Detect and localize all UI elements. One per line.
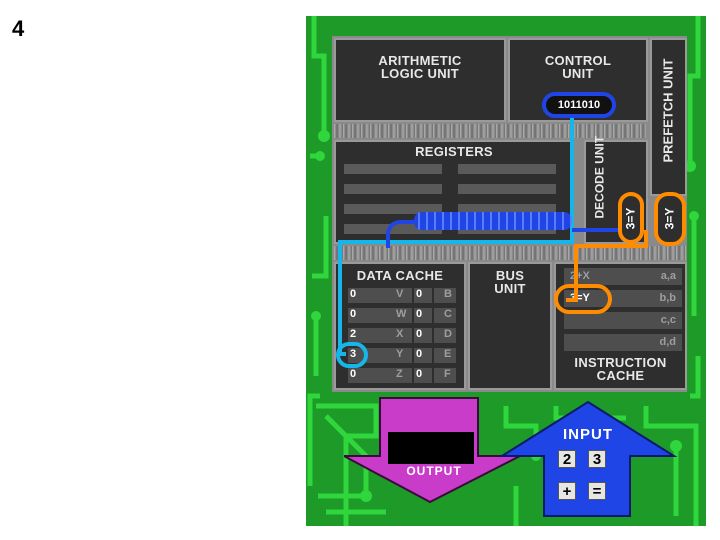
data-transfer-coil <box>414 212 572 230</box>
ic-right: c,c <box>660 314 676 326</box>
output-arrow <box>344 397 521 504</box>
control-unit-title: CONTROL UNIT <box>544 53 612 81</box>
cache-cell <box>414 348 432 363</box>
cache-label: E <box>444 348 452 360</box>
register-slot <box>344 204 442 214</box>
slide-number: 4 <box>12 16 25 41</box>
bus-unit-title: BUS UNIT <box>494 268 526 296</box>
cache-cell <box>434 368 456 383</box>
cache-value: 0 <box>416 288 423 300</box>
orange-signal-wire <box>566 230 648 302</box>
output-label: OUTPUT <box>406 464 462 478</box>
control-value: 1011010 <box>557 99 601 111</box>
alu-block: ARITHMETIC LOGIC UNIT <box>334 38 506 122</box>
input-key[interactable]: + <box>558 482 576 500</box>
register-slot <box>344 164 442 174</box>
cache-cell <box>366 348 412 363</box>
register-slot <box>458 204 556 214</box>
cache-value: 3 <box>350 348 357 360</box>
cache-value: 0 <box>350 288 357 300</box>
data-cache-highlight <box>336 342 368 368</box>
ic-row: d,d <box>564 334 682 351</box>
cache-value: 0 <box>416 348 423 360</box>
cache-value: 0 <box>350 368 357 380</box>
alu-title: ARITHMETIC LOGIC UNIT <box>378 53 462 81</box>
prefetch-value: 3=Y <box>662 207 677 230</box>
input-key[interactable]: 3 <box>588 450 606 468</box>
cache-cell <box>434 288 456 303</box>
cache-cell <box>366 288 412 303</box>
output-display <box>388 432 474 464</box>
cache-value: 0 <box>416 368 423 380</box>
cache-value: 0 <box>416 328 423 340</box>
cache-cell <box>348 288 366 303</box>
data-cache-title: DATA CACHE <box>356 268 444 283</box>
cache-value: 0 <box>350 308 357 320</box>
cache-label: Z <box>396 368 403 380</box>
cache-label: V <box>396 288 404 300</box>
input-label: INPUT <box>563 426 613 443</box>
register-slot <box>458 164 556 174</box>
cache-cell <box>434 348 456 363</box>
cache-cell <box>414 308 432 323</box>
cache-label: X <box>396 328 404 340</box>
cache-value: 2 <box>350 328 357 340</box>
ic-row: c,c <box>564 312 682 329</box>
cache-cell <box>348 368 366 383</box>
control-value-highlight: 1011010 <box>542 92 616 118</box>
register-slot <box>344 184 442 194</box>
input-key[interactable]: = <box>588 482 606 500</box>
input-key[interactable]: 2 <box>558 450 576 468</box>
cache-cell <box>414 328 432 343</box>
data-cache-row: 0 Z 0 F <box>344 368 458 383</box>
instruction-highlight <box>554 284 612 314</box>
cache-cell <box>414 368 432 383</box>
prefetch-unit-block: PREFETCH UNIT <box>650 38 687 196</box>
cache-label: D <box>444 328 452 340</box>
cache-value: 0 <box>416 308 423 320</box>
cache-cell <box>348 328 366 343</box>
cache-cell <box>366 328 412 343</box>
cyan-signal-wire <box>338 118 574 356</box>
cache-cell <box>434 328 456 343</box>
instruction-cache-title: INSTRUCTION CACHE <box>574 355 667 383</box>
ic-right: a,a <box>660 270 676 282</box>
cache-label: B <box>444 288 452 300</box>
cache-cell <box>348 308 366 323</box>
instruction-cache-block: 2+X a,a 3=Y b,b c,c d,d INSTRUCTION CACH… <box>554 262 687 390</box>
decode-value-highlight: 3=Y <box>618 192 644 244</box>
cache-label: C <box>444 308 452 320</box>
cache-label: W <box>396 308 407 320</box>
cache-cell <box>366 368 412 383</box>
ic-right: b,b <box>659 292 677 304</box>
data-transfer-coil-tail <box>386 220 416 248</box>
bus-bar-top <box>334 124 646 138</box>
registers-title: REGISTERS <box>415 144 493 159</box>
bus-unit-block: BUS UNIT <box>468 262 552 390</box>
register-slot <box>458 184 556 194</box>
circuit-board: ARITHMETIC LOGIC UNIT CONTROL UNIT 10110… <box>306 16 706 526</box>
decode-value: 3=Y <box>623 207 638 230</box>
cache-cell <box>434 308 456 323</box>
ic-right: d,d <box>659 336 677 348</box>
cache-cell <box>414 288 432 303</box>
cache-label: F <box>444 368 451 380</box>
cache-cell <box>366 308 412 323</box>
prefetch-value-highlight: 3=Y <box>654 192 686 246</box>
cache-label: Y <box>396 348 404 360</box>
bus-bar-middle <box>334 246 686 260</box>
